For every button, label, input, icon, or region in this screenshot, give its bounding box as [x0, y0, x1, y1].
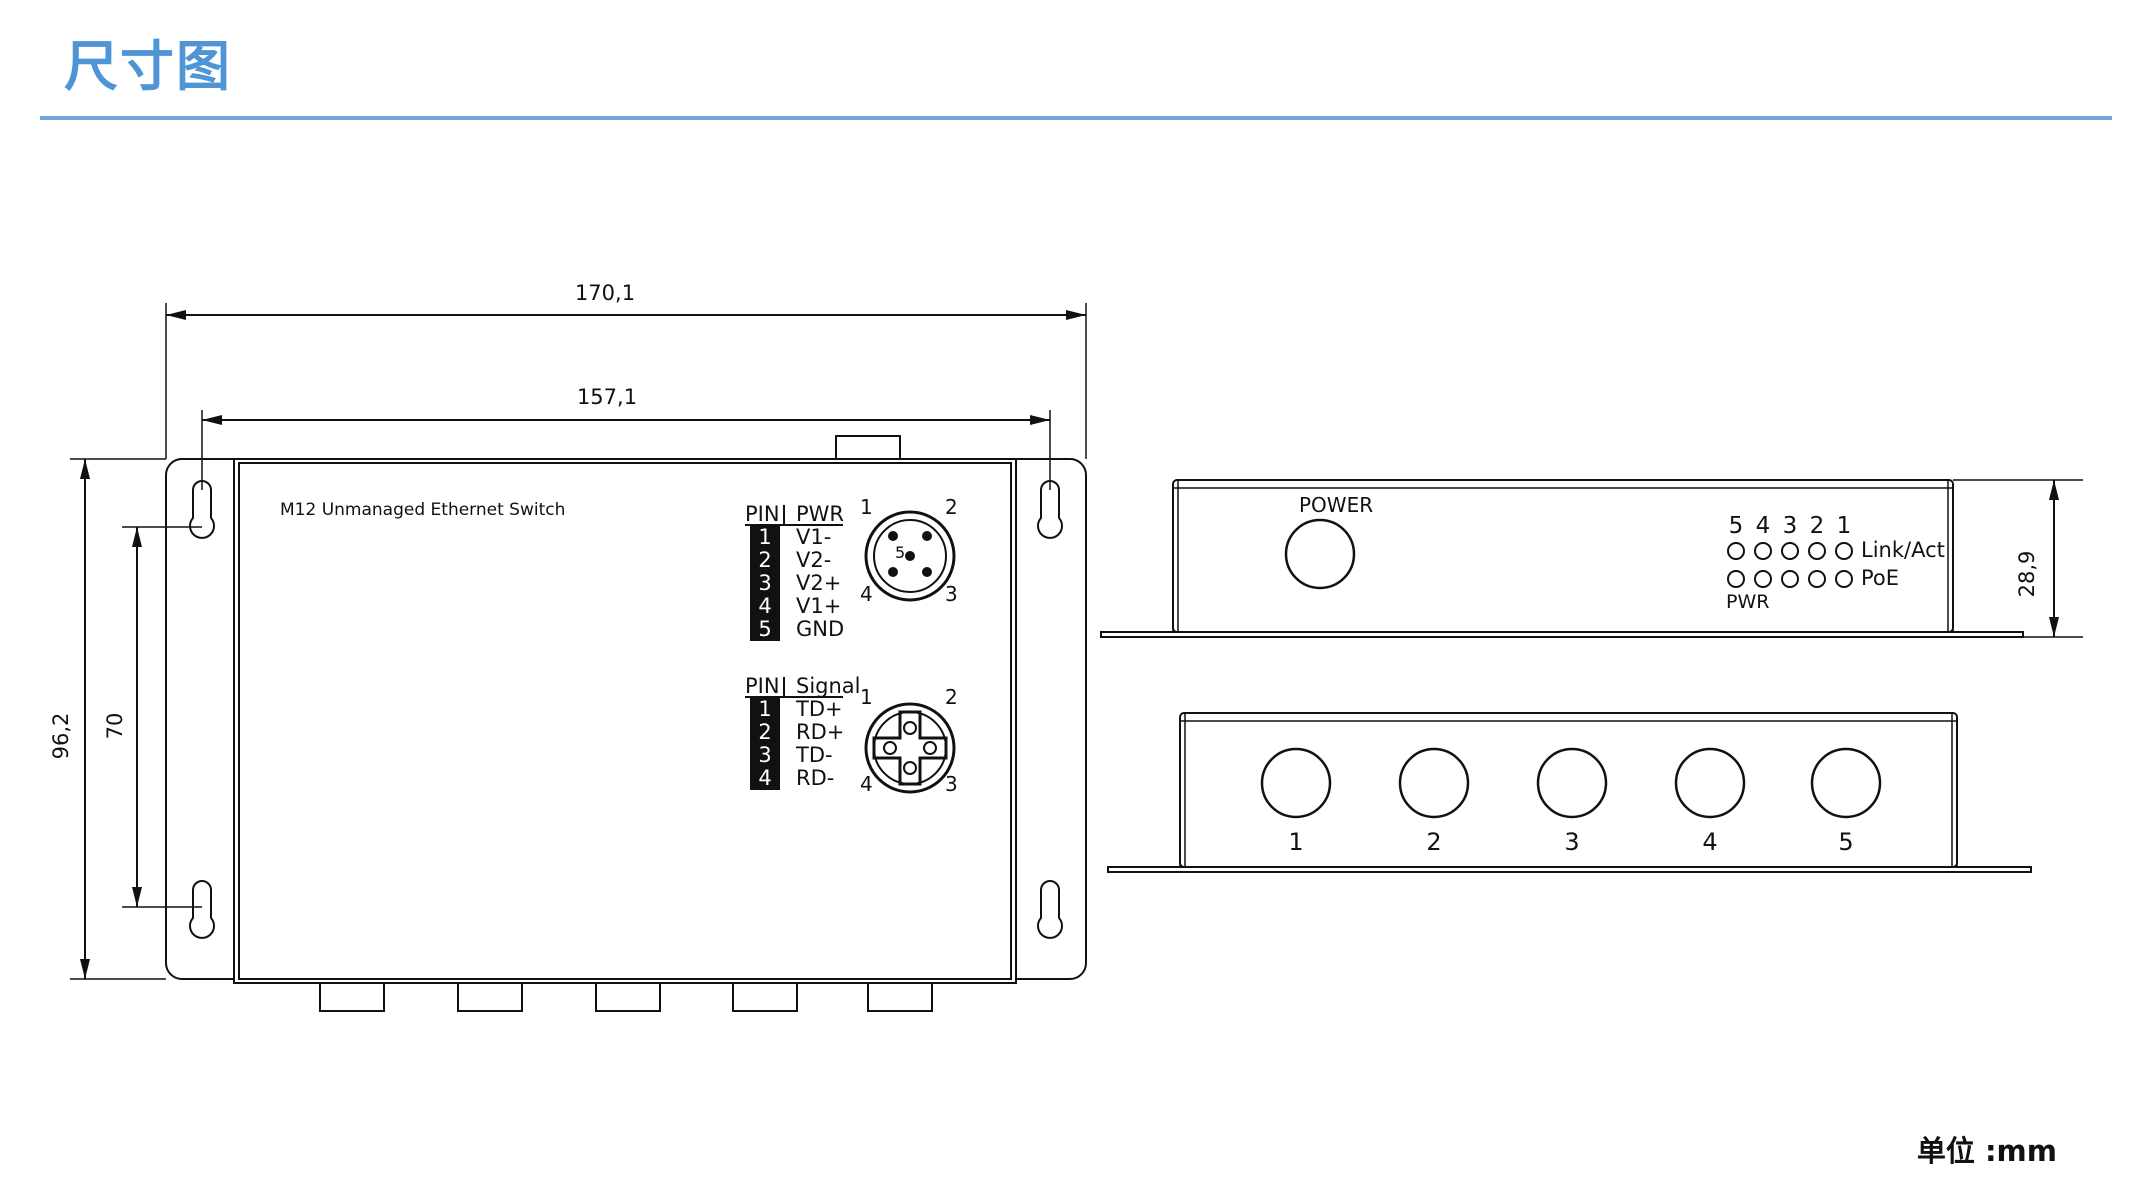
bottom-connector-3: [595, 982, 661, 1012]
poe-label: PoE: [1861, 566, 1899, 590]
port-label-2: 2: [1426, 828, 1441, 856]
port-5: [1810, 747, 1882, 819]
signal-conn-pin-4: 4: [860, 772, 873, 796]
led-poe-2: [1808, 570, 1826, 588]
dim-overall-width: 170,1: [575, 281, 635, 305]
port-2: [1398, 747, 1470, 819]
port-3: [1536, 747, 1608, 819]
port-4: [1674, 747, 1746, 819]
bottom-connector-1: [319, 982, 385, 1012]
bottom-connector-2: [457, 982, 523, 1012]
bottom-side-view: [1107, 712, 2032, 873]
pwr-connector-pins: 1 2 4 3 5: [860, 495, 958, 606]
bottom-connector-5: [867, 982, 933, 1012]
port-labels: 1 2 3 4 5: [1288, 828, 1853, 856]
dim-hole-spacing: 70: [103, 713, 127, 740]
device-label: M12 Unmanaged Ethernet Switch: [280, 500, 565, 520]
switch-body-inner: [238, 462, 1012, 980]
pwr-pin-header: PIN: [745, 502, 780, 526]
pwr-conn-pin-3: 3: [945, 582, 958, 606]
top-view-flange: [1100, 631, 2024, 638]
unit-note: 单位 :mm: [1916, 1134, 2057, 1168]
pwr-conn-pin-4: 4: [860, 582, 873, 606]
pwr-func-4: V1+: [796, 594, 841, 618]
led-number-5: 5: [1729, 513, 1744, 539]
pwr-func-5: GND: [796, 617, 844, 641]
title-divider: [40, 116, 2112, 120]
signal-pin-header: PIN: [745, 674, 780, 698]
led-poe-1: [1835, 570, 1853, 588]
signal-pin-3: 3: [758, 743, 771, 767]
led-link-1: [1835, 542, 1853, 560]
signal-connector: [864, 702, 956, 794]
port-1: [1260, 747, 1332, 819]
led-link-3: [1781, 542, 1799, 560]
top-connector: [835, 435, 901, 460]
bottom-view-flange: [1107, 866, 2032, 873]
keyhole-slot-br: [1037, 880, 1063, 939]
signal-pin-table: PIN Signal 1 2 3 4 TD+ RD+ TD- RD-: [745, 674, 861, 790]
keyhole-slot-tr: [1037, 480, 1063, 539]
pwr-func-1: V1-: [796, 525, 831, 549]
pwr-pin-5: 5: [758, 617, 771, 641]
signal-connector-pins: 1 2 4 3: [860, 685, 958, 796]
pwr-func-header: PWR: [796, 502, 844, 526]
power-button: [1284, 518, 1356, 590]
signal-conn-pin-1: 1: [860, 685, 873, 709]
port-label-4: 4: [1702, 828, 1717, 856]
pwr-func-3: V2+: [796, 571, 841, 595]
top-side-view: [1100, 479, 2083, 638]
signal-pin-4: 4: [758, 766, 771, 790]
signal-func-header: Signal: [796, 674, 861, 698]
pwr-connector: [864, 510, 956, 602]
signal-func-3: TD-: [795, 743, 833, 767]
led-link-4: [1754, 542, 1772, 560]
led-number-2: 2: [1810, 513, 1825, 539]
power-label: POWER: [1299, 493, 1373, 517]
led-number-4: 4: [1756, 513, 1771, 539]
port-label-5: 5: [1838, 828, 1853, 856]
pwr-pin-3: 3: [758, 571, 771, 595]
signal-conn-pin-2: 2: [945, 685, 958, 709]
signal-func-2: RD+: [796, 720, 844, 744]
port-label-3: 3: [1564, 828, 1579, 856]
led-number-3: 3: [1783, 513, 1798, 539]
keyhole-slot-tl: [189, 480, 215, 539]
pwr-pin-2: 2: [758, 548, 771, 572]
led-link-5: [1727, 542, 1745, 560]
pwr-conn-pin-5: 5: [895, 543, 905, 562]
top-view-body: [1172, 479, 1954, 633]
pwr-func-2: V2-: [796, 548, 831, 572]
pwr-conn-pin-1: 1: [860, 495, 873, 519]
led-poe-4: [1754, 570, 1772, 588]
page-title: 尺寸图: [64, 35, 232, 98]
signal-conn-pin-3: 3: [945, 772, 958, 796]
signal-pin-2: 2: [758, 720, 771, 744]
top-view-labels: POWER 5 4 3 2 1 Link/Act PoE PWR: [1299, 493, 1945, 613]
dim-side-height: 28,9: [2015, 551, 2039, 598]
signal-func-1: TD+: [795, 697, 843, 721]
pwr-pin-4: 4: [758, 594, 771, 618]
keyhole-slot-bl: [189, 880, 215, 939]
pwr-pin-table: PIN PWR 1 2 3 4 5 V1- V2- V2+ V1+ GND: [745, 502, 844, 641]
led-link-2: [1808, 542, 1826, 560]
pwr-conn-pin-2: 2: [945, 495, 958, 519]
dim-overall-height: 96,2: [49, 713, 73, 760]
pwr-led-label: PWR: [1726, 591, 1769, 613]
led-pwr: [1727, 570, 1745, 588]
signal-pin-1: 1: [758, 697, 771, 721]
link-act-label: Link/Act: [1861, 538, 1945, 562]
bottom-connector-4: [732, 982, 798, 1012]
led-number-1: 1: [1837, 513, 1852, 539]
front-view: [70, 303, 1087, 1012]
led-poe-3: [1781, 570, 1799, 588]
pwr-pin-1: 1: [758, 525, 771, 549]
port-label-1: 1: [1288, 828, 1303, 856]
signal-func-4: RD-: [796, 766, 834, 790]
dim-inner-width: 157,1: [577, 385, 637, 409]
